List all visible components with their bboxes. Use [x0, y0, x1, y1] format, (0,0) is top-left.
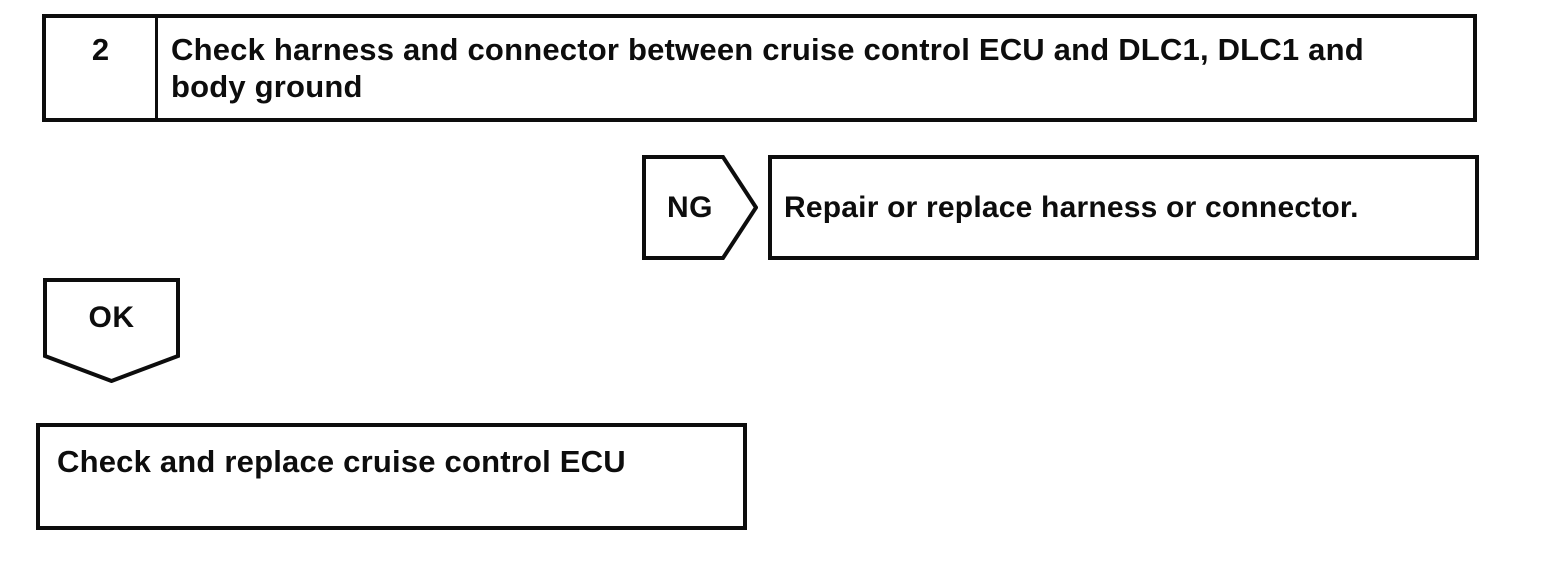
- ng-pentagon-shape: [642, 155, 758, 260]
- step-box: 2 Check harness and connector between cr…: [42, 14, 1477, 122]
- ng-label: NG: [667, 190, 713, 224]
- ok-pentagon-shape: [43, 278, 180, 383]
- step-number-cell: 2: [46, 18, 158, 118]
- ng-pentagon-icon: [642, 155, 758, 260]
- ng-action-text: Repair or replace harness or connector.: [784, 190, 1359, 224]
- step-description: Check harness and connector between crui…: [171, 32, 1364, 104]
- ok-label: OK: [88, 301, 135, 334]
- step-number: 2: [91, 32, 110, 67]
- ok-action-box: Check and replace cruise control ECU: [36, 423, 747, 530]
- ok-connector: OK: [43, 278, 180, 383]
- ng-action-box: Repair or replace harness or connector.: [768, 155, 1479, 260]
- ng-connector: NG: [642, 155, 758, 260]
- ok-action-text: Check and replace cruise control ECU: [57, 444, 626, 479]
- ok-pentagon-icon: [43, 278, 180, 383]
